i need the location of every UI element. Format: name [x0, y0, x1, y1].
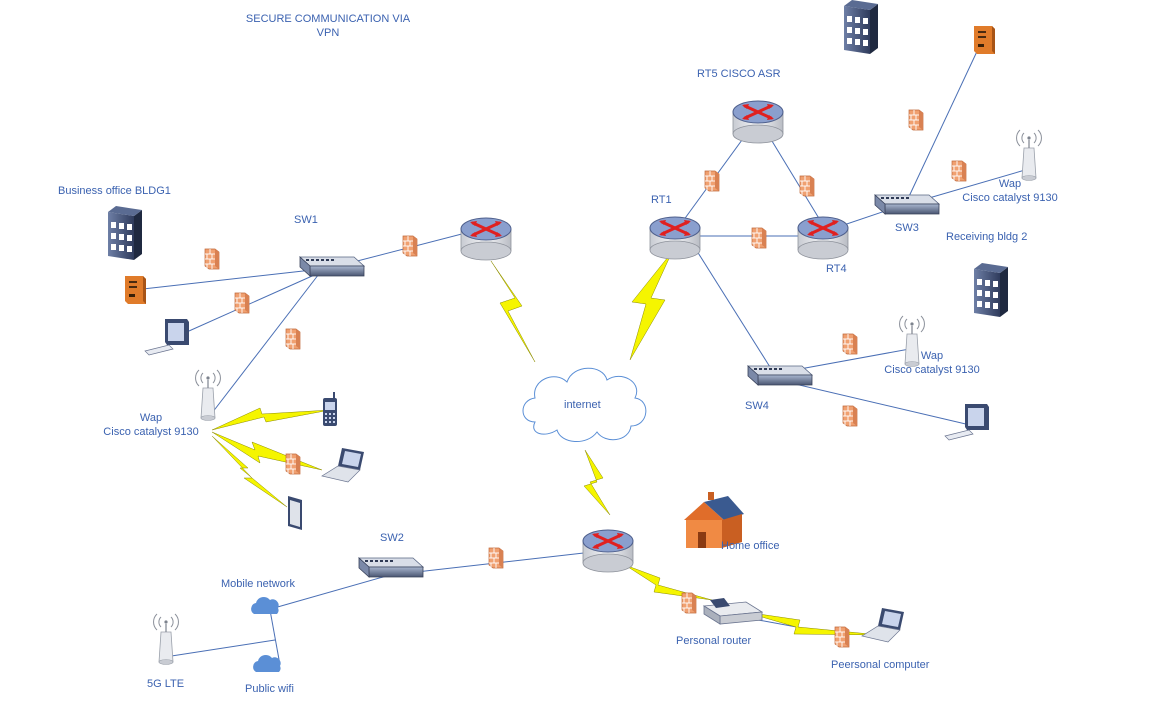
- rt1-label: RT1: [651, 194, 672, 206]
- switch-sw2-icon: [358, 557, 424, 578]
- title-line-2: VPN: [316, 27, 340, 39]
- wireless-personal-router-laptop: [744, 611, 881, 636]
- mobile-network-cloud-icon: [251, 596, 279, 614]
- wap-label-right-top: Wap Cisco catalyst 9130: [962, 177, 1057, 205]
- building-icon: [974, 263, 1008, 317]
- firewall-icon: [842, 333, 858, 355]
- link-lte-mobile: [164, 639, 276, 658]
- wireless-wap-tablet: [211, 435, 288, 508]
- server-icon: [125, 276, 146, 304]
- wireless-links: [211, 251, 881, 636]
- link-sw2-mobile: [266, 574, 391, 611]
- building-icon: [844, 0, 878, 54]
- internet-cloud-icon: [522, 367, 647, 442]
- firewall-icon: [681, 592, 697, 614]
- wireless-router-personal-router: [624, 564, 713, 601]
- firewall-icon: [834, 626, 850, 648]
- personal-router-icon: [702, 598, 764, 625]
- firewall-icon: [285, 453, 301, 475]
- mobile-network-label: Mobile network: [221, 578, 295, 590]
- switch-sw4-icon: [747, 365, 813, 386]
- receiving-bldg-label: Receiving bldg 2: [946, 231, 1028, 243]
- wap-label-left: Wap Cisco catalyst 9130: [103, 411, 198, 439]
- wap-label-line-2: Cisco catalyst 9130: [962, 192, 1058, 204]
- wap-label-line-1: Wap: [920, 350, 944, 362]
- wap-label-line-1: Wap: [998, 178, 1022, 190]
- personal-router-label: Personal router: [676, 635, 752, 647]
- router-rt4-icon: [796, 215, 850, 261]
- switch-sw3-icon: [874, 194, 940, 215]
- desktop-icon: [144, 318, 190, 356]
- sw2-label: SW2: [380, 532, 404, 544]
- firewall-icon: [704, 170, 720, 192]
- wireless-wap-phone: [211, 407, 331, 431]
- router-icon: [459, 216, 513, 262]
- wap-icon: [194, 369, 222, 422]
- link-server-sw1: [133, 267, 331, 291]
- firewall-icon: [402, 235, 418, 257]
- firewall-icon: [842, 405, 858, 427]
- public-wifi-label: Public wifi: [245, 683, 294, 695]
- tablet-icon: [288, 496, 302, 530]
- link-sw3-server: [904, 44, 981, 206]
- public-wifi-cloud-icon: [253, 654, 281, 672]
- server-icon: [974, 26, 995, 54]
- wireless-router-internet: [490, 260, 536, 363]
- internet-label: internet: [564, 399, 601, 411]
- wireless-internet-router: [583, 449, 611, 516]
- link-sw4-desktop: [777, 379, 971, 426]
- wap-label-line-2: Cisco catalyst 9130: [884, 364, 980, 376]
- switch-sw1-icon: [299, 256, 365, 277]
- personal-computer-label: Peersonal computer: [831, 659, 930, 671]
- router-rt1-icon: [648, 215, 702, 261]
- rt5-label: RT5 CISCO ASR: [697, 68, 781, 80]
- sw4-label: SW4: [745, 400, 769, 412]
- house-icon: [684, 492, 744, 548]
- diagram-title: SECURE COMMUNICATION VIA VPN: [246, 12, 410, 40]
- firewall-icon: [488, 547, 504, 569]
- phone-icon: [322, 391, 338, 427]
- firewall-icon: [751, 227, 767, 249]
- sw3-label: SW3: [895, 222, 919, 234]
- router-rt5-icon: [731, 99, 785, 145]
- firewall-icon: [234, 292, 250, 314]
- title-line-1: SECURE COMMUNICATION VIA: [245, 13, 411, 25]
- laptop-icon: [321, 447, 365, 483]
- building-icon: [108, 206, 142, 260]
- home-office-label: Home office: [721, 540, 780, 552]
- link-wap-sw1: [211, 269, 323, 414]
- firewall-icon: [204, 248, 220, 270]
- firewall-icon: [799, 175, 815, 197]
- wap-icon: [1015, 129, 1043, 182]
- sw1-label: SW1: [294, 214, 318, 226]
- wap-label-line-2: Cisco catalyst 9130: [103, 426, 199, 438]
- firewall-icon: [285, 328, 301, 350]
- wap-label-right-mid: Wap Cisco catalyst 9130: [884, 349, 979, 377]
- rt4-label: RT4: [826, 263, 847, 275]
- lte-tower-icon: [152, 613, 180, 666]
- business-office-label: Business office BLDG1: [58, 185, 171, 197]
- lte-label: 5G LTE: [147, 678, 185, 690]
- wireless-rt1-internet: [629, 251, 673, 361]
- wap-label-line-1: Wap: [139, 412, 163, 424]
- laptop-icon: [861, 607, 905, 643]
- desktop-icon: [944, 403, 990, 441]
- firewall-icon: [908, 109, 924, 131]
- router-icon: [581, 528, 635, 574]
- link-mobile-wifi: [269, 609, 281, 666]
- link-rt1-sw4: [689, 239, 776, 376]
- link-desktop-sw1: [179, 267, 331, 336]
